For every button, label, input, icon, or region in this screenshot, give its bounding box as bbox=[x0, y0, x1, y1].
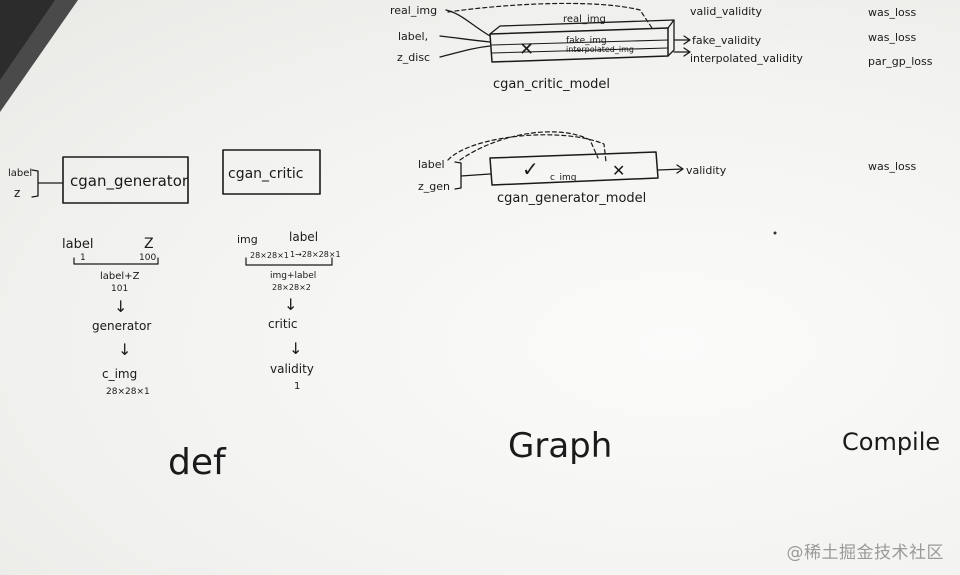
gen-flow-label: label bbox=[62, 237, 93, 252]
critic-box-divider-1 bbox=[491, 39, 669, 46]
compile-critic-loss-3: par_gp_loss bbox=[868, 55, 933, 68]
critic-flow-img: img bbox=[237, 233, 258, 246]
critic-flow-label-dim: 1→28×28×1 bbox=[290, 250, 341, 259]
critic-flow-arrow-1: ↓ bbox=[284, 295, 297, 314]
critic-inner-real-img: real_img bbox=[563, 14, 606, 25]
critic-input-z-disc: z_disc bbox=[397, 51, 430, 64]
gen-graph-input-z: z_gen bbox=[418, 180, 450, 193]
critic-graph: real_img label, z_disc ✕ real_img fake_i… bbox=[390, 2, 803, 92]
compile-critic-loss-1: was_loss bbox=[868, 6, 916, 19]
graph-title: Graph bbox=[508, 426, 612, 466]
critic-def-box bbox=[222, 149, 321, 195]
critic-dashed-arc bbox=[447, 2, 653, 29]
critic-box-top bbox=[489, 19, 675, 35]
critic-input-real-img: real_img bbox=[390, 4, 437, 17]
gen-output-arrow bbox=[657, 164, 684, 174]
critic-input-label: label, bbox=[398, 30, 428, 43]
gen-flow-concat-dim: 101 bbox=[111, 284, 128, 294]
compile-title: Compile bbox=[842, 428, 940, 456]
gen-inner-c-img: c_img bbox=[550, 173, 576, 183]
critic-output-fake: fake_validity bbox=[692, 34, 762, 47]
gen-flow-concat-bracket bbox=[73, 257, 159, 265]
gen-dashed-arc-2 bbox=[459, 131, 599, 161]
compile-column: was_loss was_loss par_gp_loss was_loss C… bbox=[842, 6, 940, 456]
gen-def-box bbox=[62, 156, 189, 204]
critic-input-line-1 bbox=[445, 9, 491, 37]
gen-dashed-arc-1 bbox=[447, 134, 607, 163]
gen-def-bracket bbox=[31, 169, 63, 198]
gen-cross-mark: ✕ bbox=[612, 161, 625, 180]
gen-flow-output: c_img bbox=[102, 367, 137, 381]
gen-flow-arrow-2: ↓ bbox=[118, 340, 131, 359]
watermark: @稀土掘金技术社区 bbox=[786, 543, 944, 563]
gen-model-name: cgan_generator_model bbox=[497, 191, 646, 206]
compile-generator-loss: was_loss bbox=[868, 160, 916, 173]
critic-flow-img-dim: 28×28×1 bbox=[250, 251, 289, 260]
def-title: def bbox=[168, 442, 227, 483]
gen-def-input-z: z bbox=[14, 186, 20, 200]
critic-input-line-2 bbox=[439, 35, 491, 43]
critic-def-box-title: cgan_critic bbox=[228, 166, 303, 182]
critic-flow-concat: img+label bbox=[270, 271, 316, 281]
table-edge-dark bbox=[0, 0, 55, 80]
gen-flow-output-dim: 28×28×1 bbox=[106, 387, 150, 397]
gen-def-input-label: label bbox=[8, 168, 32, 179]
gen-graph-input-label: label bbox=[418, 158, 445, 171]
critic-arrow-interp bbox=[673, 47, 691, 57]
critic-flow-concat-bracket bbox=[245, 257, 333, 266]
compile-critic-loss-2: was_loss bbox=[868, 31, 916, 44]
gen-flow-arrow-1: ↓ bbox=[114, 297, 127, 316]
gen-flow-z-dim: 100 bbox=[139, 253, 156, 263]
gen-output-validity: validity bbox=[686, 164, 727, 177]
gen-flow-concat: label+Z bbox=[100, 271, 140, 282]
critic-box-divider-2 bbox=[491, 47, 669, 54]
generator-def: label z cgan_generator label 1 Z 100 lab… bbox=[8, 156, 189, 397]
critic-def: cgan_critic img 28×28×1 label 1→28×28×1 … bbox=[222, 149, 341, 392]
critic-inner-interpolated-img: interpolated_img bbox=[566, 45, 634, 54]
critic-output-valid: valid_validity bbox=[690, 5, 763, 18]
critic-flow-label: label bbox=[289, 230, 318, 244]
gen-graph-input-bracket bbox=[454, 161, 491, 190]
generator-graph: label z_gen ✓ c_img ✕ validity cgan_gene… bbox=[418, 131, 727, 206]
critic-output-interpolated: interpolated_validity bbox=[690, 52, 803, 65]
gen-check-mark: ✓ bbox=[522, 157, 539, 181]
critic-flow-output: validity bbox=[270, 362, 314, 376]
gen-def-box-title: cgan_generator bbox=[70, 172, 189, 191]
critic-flow-output-dim: 1 bbox=[294, 381, 300, 392]
gen-flow-z: Z bbox=[144, 236, 154, 252]
gen-flow-label-dim: 1 bbox=[80, 253, 86, 263]
gen-flow-stage: generator bbox=[92, 319, 151, 333]
critic-flow-arrow-2: ↓ bbox=[289, 339, 302, 358]
critic-flow-stage: critic bbox=[268, 317, 298, 331]
ink-dot bbox=[773, 231, 777, 235]
critic-cross-mark: ✕ bbox=[519, 39, 534, 60]
critic-inner-fake-img: fake_img bbox=[566, 36, 607, 46]
critic-arrow-fake bbox=[673, 35, 691, 45]
critic-flow-concat-dim: 28×28×2 bbox=[272, 283, 311, 292]
critic-box-side bbox=[667, 19, 675, 57]
critic-input-line-3 bbox=[439, 45, 491, 58]
gen-model-box bbox=[489, 151, 659, 186]
critic-model-name: cgan_critic_model bbox=[493, 77, 610, 92]
